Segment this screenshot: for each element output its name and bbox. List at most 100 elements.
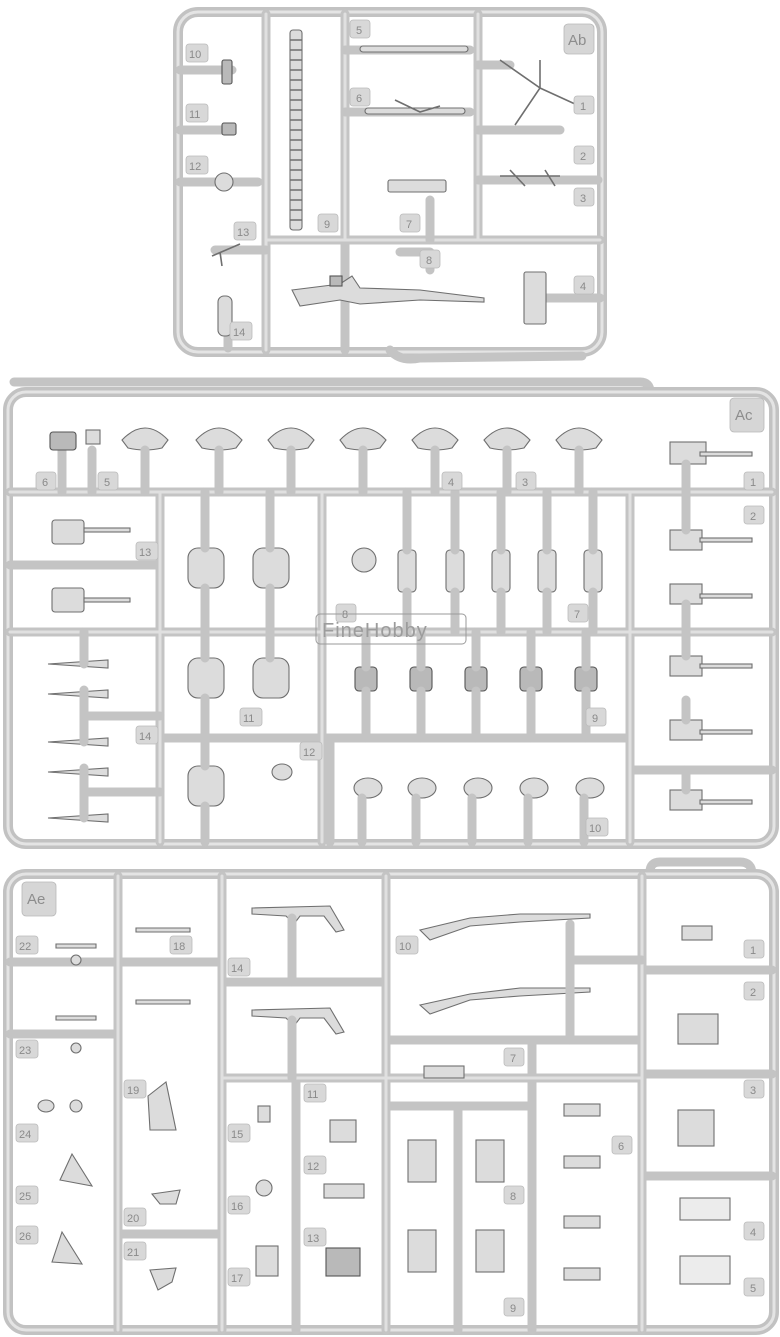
part-number-tag: 22: [15, 935, 39, 955]
part-number-tag: 9: [585, 707, 607, 727]
grenade-parts: [353, 777, 605, 799]
part-number-tag: 11: [185, 103, 209, 123]
svg-text:6: 6: [356, 93, 362, 105]
svg-text:9: 9: [592, 713, 598, 725]
rifle-parts: [418, 913, 591, 1015]
svg-text:13: 13: [139, 547, 151, 559]
svg-text:16: 16: [231, 1201, 243, 1213]
part-number-tag: 9: [317, 213, 339, 233]
watermark-text: FineHobby: [322, 620, 428, 642]
svg-text:12: 12: [307, 1161, 319, 1173]
plate-label: Ab: [568, 32, 586, 49]
sprue-ac: Ac 1 2 3 4 5 6 7 8 9 10 11 12 13 14 Fine…: [3, 377, 779, 849]
part-number-tag: 5: [349, 19, 371, 39]
svg-text:20: 20: [127, 1213, 139, 1225]
part-number-tag: 26: [15, 1225, 39, 1245]
svg-text:5: 5: [104, 477, 110, 489]
helmet-row: [121, 427, 603, 451]
part-number-tag: 8: [419, 249, 441, 269]
svg-text:17: 17: [231, 1273, 243, 1285]
part-number-tag: 17: [227, 1267, 251, 1287]
part-number-tag: 4: [441, 471, 463, 491]
plate-label: Ac: [735, 407, 753, 424]
svg-text:4: 4: [750, 1227, 756, 1239]
part-number-tag: 13: [135, 541, 159, 561]
svg-text:6: 6: [42, 477, 48, 489]
part-number-tag: 2: [573, 145, 595, 165]
svg-text:25: 25: [19, 1191, 31, 1203]
part-number-tag: 24: [15, 1123, 39, 1143]
part-number-tag: 6: [611, 1135, 633, 1155]
part-number-tag: 6: [35, 471, 57, 491]
part-number-tag: 10: [585, 817, 609, 837]
part-number-tag: 10: [185, 43, 209, 63]
part-number-tag: 14: [229, 321, 253, 341]
svg-text:14: 14: [139, 731, 151, 743]
svg-text:2: 2: [580, 151, 586, 163]
svg-text:12: 12: [189, 161, 201, 173]
part-number-tag: 11: [303, 1083, 327, 1103]
svg-text:4: 4: [580, 281, 586, 293]
svg-text:19: 19: [127, 1085, 139, 1097]
machine-gun-part: [291, 275, 485, 307]
bread-bag-parts: [187, 547, 290, 807]
svg-text:8: 8: [342, 609, 348, 621]
sprue-ab-plate: Ab: [563, 23, 595, 55]
part-number-tag: 3: [573, 187, 595, 207]
svg-text:11: 11: [243, 713, 254, 725]
part-number-tag: 1: [743, 471, 765, 491]
smg-parts: [251, 905, 345, 1035]
part-number-tag: 4: [743, 1221, 765, 1241]
part-number-tag: 7: [503, 1047, 525, 1067]
mg-barrel-parts: [669, 529, 753, 811]
part-number-tag: 1: [743, 939, 765, 959]
small-part: [214, 172, 234, 192]
part-number-tag: 9: [503, 1297, 525, 1317]
part-number-tag: 21: [123, 1241, 147, 1261]
svg-text:3: 3: [522, 477, 528, 489]
svg-text:10: 10: [189, 49, 201, 61]
small-part: [221, 122, 237, 136]
svg-text:6: 6: [618, 1141, 624, 1153]
part-number-tag: 25: [15, 1185, 39, 1205]
sprue-ac-plate: Ac: [729, 397, 765, 433]
sprue-ab: Ab 1 2 3 4 5 6 7 8 9 10 11 12 13 14: [173, 7, 607, 364]
part-number-tag: 7: [567, 603, 589, 623]
watermark: FineHobby: [315, 613, 467, 645]
part-number-tag: 2: [743, 505, 765, 525]
svg-text:4: 4: [448, 477, 454, 489]
part-number-tag: 19: [123, 1079, 147, 1099]
part-number-tag: 10: [395, 935, 419, 955]
part-number-tag: 14: [135, 725, 159, 745]
part-number-tag: 7: [399, 213, 421, 233]
svg-text:15: 15: [231, 1129, 243, 1141]
part-number-tag: 2: [743, 981, 765, 1001]
svg-text:11: 11: [189, 109, 200, 121]
part-number-tag: 16: [227, 1195, 251, 1215]
svg-text:3: 3: [750, 1085, 756, 1097]
svg-text:7: 7: [574, 609, 580, 621]
svg-text:10: 10: [589, 823, 601, 835]
canister-parts: [397, 549, 603, 593]
part-number-tag: 15: [227, 1123, 251, 1143]
part-number-tag: 6: [349, 87, 371, 107]
svg-text:1: 1: [580, 101, 586, 113]
part-number-tag: 13: [303, 1227, 327, 1247]
svg-text:18: 18: [173, 941, 185, 953]
svg-text:26: 26: [19, 1231, 31, 1243]
svg-text:14: 14: [233, 327, 245, 339]
svg-text:22: 22: [19, 941, 31, 953]
svg-text:11: 11: [307, 1089, 318, 1101]
part-number-tag: 4: [573, 275, 595, 295]
svg-text:7: 7: [406, 219, 412, 231]
small-part: [221, 59, 233, 85]
part-number-tag: 12: [185, 155, 209, 175]
svg-text:24: 24: [19, 1129, 31, 1141]
svg-text:14: 14: [231, 963, 243, 975]
svg-text:10: 10: [399, 941, 411, 953]
svg-text:7: 7: [510, 1053, 516, 1065]
part-number-tag: 3: [743, 1079, 765, 1099]
part-number-tag: 8: [503, 1185, 525, 1205]
part-number-tag: 12: [299, 741, 323, 761]
